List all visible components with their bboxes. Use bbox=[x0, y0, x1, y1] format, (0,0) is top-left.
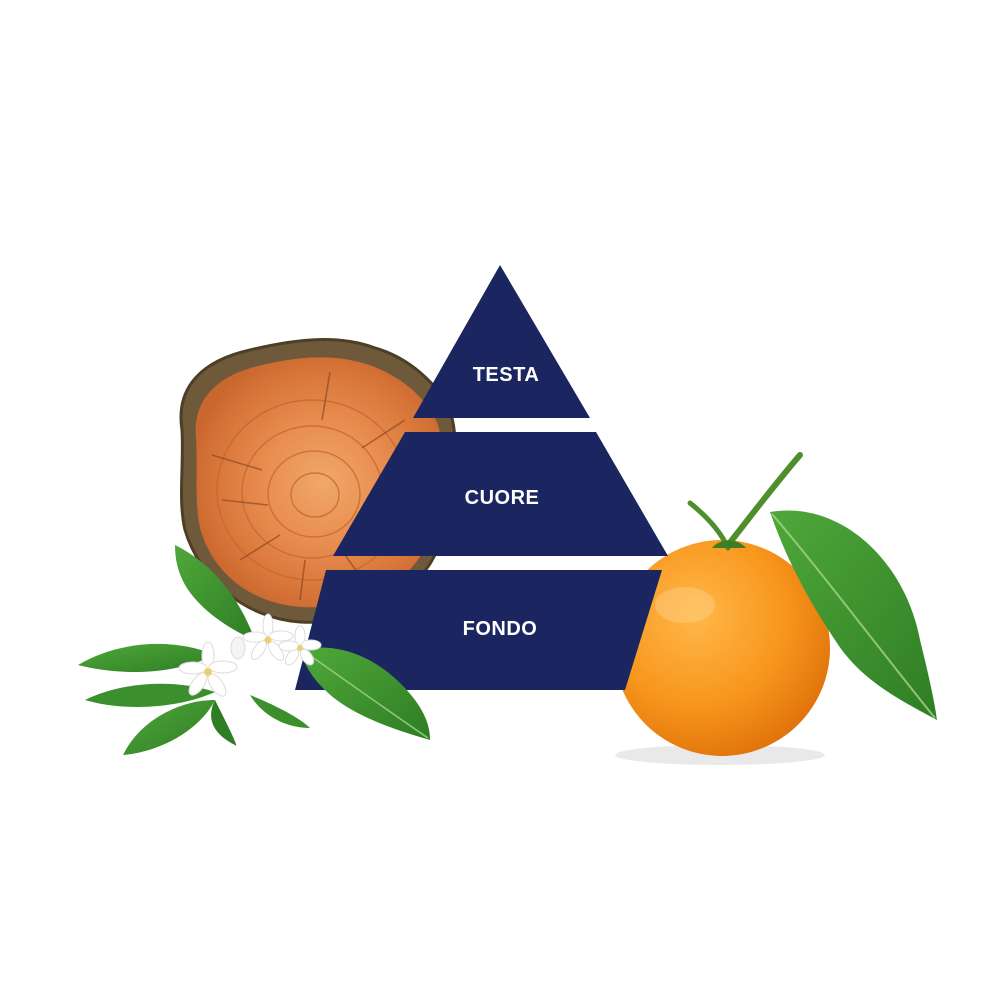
fragrance-pyramid bbox=[295, 265, 668, 690]
pyramid-tier-top bbox=[413, 265, 590, 418]
tier-label-top: TESTA bbox=[472, 364, 540, 386]
tier-label-bottom: FONDO bbox=[462, 618, 538, 640]
pyramid-tier-middle bbox=[333, 432, 668, 556]
mandarin-orange-icon bbox=[614, 452, 937, 765]
orange-blossom-icon bbox=[78, 545, 430, 755]
pyramid-tier-bottom bbox=[295, 570, 662, 690]
tier-label-middle: CUORE bbox=[464, 487, 540, 509]
